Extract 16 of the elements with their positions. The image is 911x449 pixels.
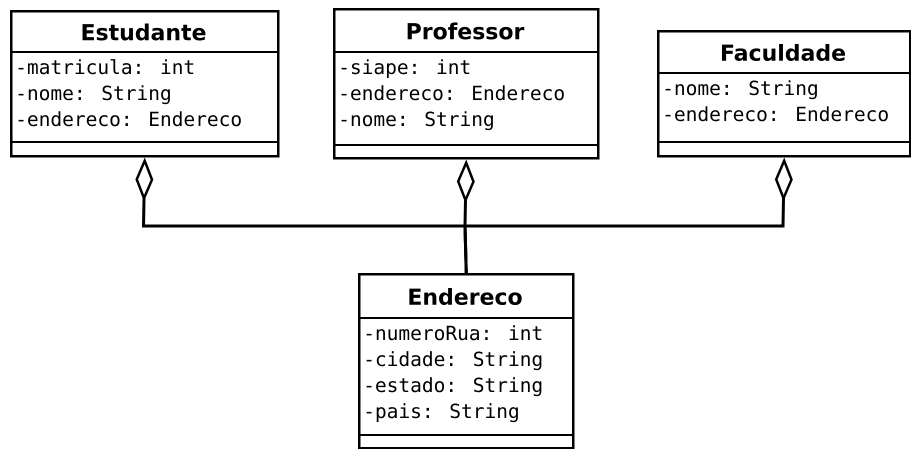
attribute: -matricula: int — [18, 59, 194, 74]
attribute: -cidade: String — [366, 351, 542, 370]
attribute: -nome: String — [18, 85, 170, 104]
attribute: -nome: String — [342, 111, 493, 130]
attribute: -endereco: Endereco — [18, 111, 241, 126]
class-name: Endereco — [409, 288, 522, 305]
attribute: -endereco: Endereco — [666, 106, 888, 122]
attribute: -numeroRua: int — [366, 325, 542, 340]
class-name: Faculdade — [722, 44, 846, 61]
attribute: -siape: int — [342, 59, 470, 78]
attribute: -estado: String — [366, 377, 542, 396]
attribute: -endereco: Endereco — [342, 85, 564, 100]
class-name: Professor — [408, 22, 524, 40]
attribute: -nome: String — [666, 80, 817, 100]
class-name: Estudante — [82, 23, 206, 40]
attribute: -pais: String — [366, 403, 518, 422]
